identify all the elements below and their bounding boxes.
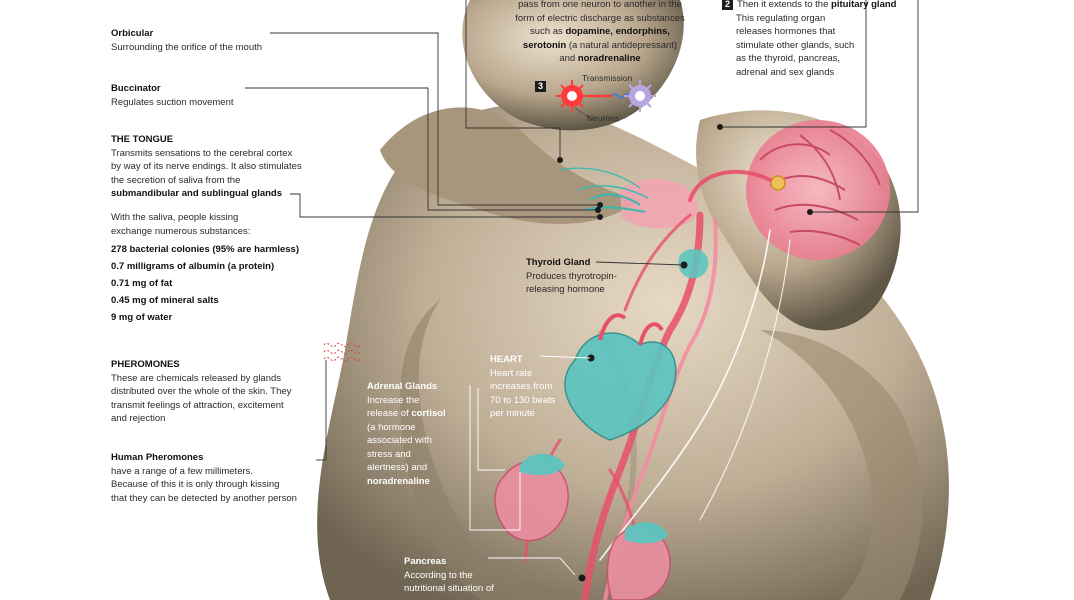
pancreas-line-2: nutritional situation of [404,583,494,594]
step-2-badge: 2 [722,0,733,10]
heart-line-3: 70 to 130 beats [490,394,556,406]
saliva-item: 0.7 milligrams of albumin (a protein) [111,261,275,272]
pheromones-line-4: and rejection [111,413,166,424]
adrenal-title: Adrenal Glands [367,381,438,392]
thyroid-line-1: Produces thyrotropin- [526,270,617,282]
pituitary-line-4: stimulate other glands, such [736,39,855,51]
thyroid-label: Thyroid Gland Produces thyrotropin- rele… [526,256,617,297]
pheromone-wave-icon [323,342,361,362]
heart-line-2: increases from [490,381,553,392]
pituitary-line-2: This regulating organ [736,12,826,24]
transmission-label: Transmission [582,73,633,83]
tongue-glands: submandibular and sublingual glands [111,188,283,199]
tongue-line-1: Transmits sensations to the cerebral cor… [111,147,293,159]
human-pheromones-line-1: have a range of a few millimeters. [111,465,254,477]
leader-dots [557,124,813,220]
saliva-section: With the saliva, people kissing exchange… [111,211,299,326]
neuro-line-3-bold: dopamine, endorphins, [565,26,670,37]
pancreas-title: Pancreas [404,556,447,567]
thyroid-gland-illustration [678,248,709,279]
neuro-line-5-bold: noradrenaline [577,53,641,64]
tongue-title: THE TONGUE [111,134,174,145]
adrenal-line-2-bold: cortisol [411,408,446,419]
neuro-line-2: form of electric discharge as substances [515,12,685,24]
neuro-line-5-prefix: and [559,53,578,64]
saliva-item: 0.45 mg of mineral salts [111,295,219,306]
pancreas-label: Pancreas According to the nutritional si… [404,555,494,596]
saliva-item: 278 bacterial colonies (95% are harmless… [111,244,299,255]
tongue-line-2: by way of its nerve endings. It also sti… [111,161,302,172]
neuro-line-4-rest: (a natural antidepressant) [566,39,678,51]
adrenal-line-6: alertness) and [367,462,428,473]
pituitary-line-3: releases hormones that [736,26,836,37]
human-pheromones-section: Human Pheromones have a range of a few m… [111,451,297,505]
orbicular-title: Orbicular [111,28,154,39]
adrenal-last-bold: noradrenaline [367,475,430,487]
human-pheromones-title: Human Pheromones [111,452,204,463]
buccinator-title: Buccinator [111,83,161,94]
pituitary-line-1-prefix: Then it extends to the [737,0,832,10]
adrenal-and-kidneys-illustration [494,453,671,600]
saliva-item: 9 mg of water [111,312,173,323]
human-pheromones-line-3: that they can be detected by another per… [111,492,297,504]
adrenal-line-1: Increase the [367,394,420,406]
mouth-region [559,167,698,229]
heart-line-1: Heart rate [490,367,533,379]
saliva-item: 0.71 mg of fat [111,278,173,289]
tongue-line-3: the secretion of saliva from the [111,174,241,186]
adrenal-line-4: associated with [367,435,432,446]
brain-illustration [746,120,890,260]
pituitary-line-6: adrenal and sex glands [736,66,835,78]
thyroid-title: Thyroid Gland [526,257,591,268]
buccinator-label: Buccinator Regulates suction movement [111,82,234,109]
pheromones-title: PHEROMONES [111,359,180,370]
pheromones-line-2: distributed over the whole of the skin. … [111,386,292,397]
tongue-section: THE TONGUE Transmits sensations to the c… [111,133,302,201]
heart-illustration [564,313,677,441]
leader-lines [245,0,919,576]
pheromones-section: PHEROMONES These are chemicals released … [111,358,291,426]
pituitary-line-5: as the thyroid, pancreas, [736,53,841,64]
neuro-line-3-prefix: such as [530,26,566,37]
pancreas-line-1: According to the [404,569,473,581]
orbicular-text: Surrounding the orifice of the mouth [111,41,263,53]
human-pheromones-line-2: Because of this it is only through kissi… [111,479,280,490]
pheromones-line-1: These are chemicals released by glands [111,372,282,384]
pheromones-line-3: transmit feelings of attraction, excitem… [111,399,284,411]
neuron-transmission-graphic [556,80,656,119]
heart-title: HEART [490,354,523,365]
orbicular-label: Orbicular Surrounding the orifice of the… [111,27,262,54]
pituitary-line-1-bold: pituitary gland [831,0,897,10]
neuro-line-1: pass from one neuron to another in the [518,0,682,10]
adrenal-line-3: (a hormone [367,421,416,433]
adrenal-label: Adrenal Glands Increase the release of c… [367,380,446,488]
thyroid-line-2: releasing hormone [526,284,605,295]
saliva-line-1: With the saliva, people kissing [111,212,239,223]
neurons-label: Neurons [587,113,620,123]
step-3-badge-wrap: 3 [535,80,550,94]
step-3-badge: 3 [535,81,546,92]
heart-label: HEART Heart rate increases from 70 to 13… [490,353,556,421]
neurotransmitter-caption: pass from one neuron to another in the f… [505,0,695,66]
heart-line-4: per minute [490,408,535,419]
neuro-line-4-bold: serotonin [522,39,567,51]
adrenal-line-2-prefix: release of [367,408,412,419]
buccinator-text: Regulates suction movement [111,96,234,108]
adrenal-line-5: stress and [367,448,411,460]
saliva-line-2: exchange numerous substances: [111,225,251,237]
